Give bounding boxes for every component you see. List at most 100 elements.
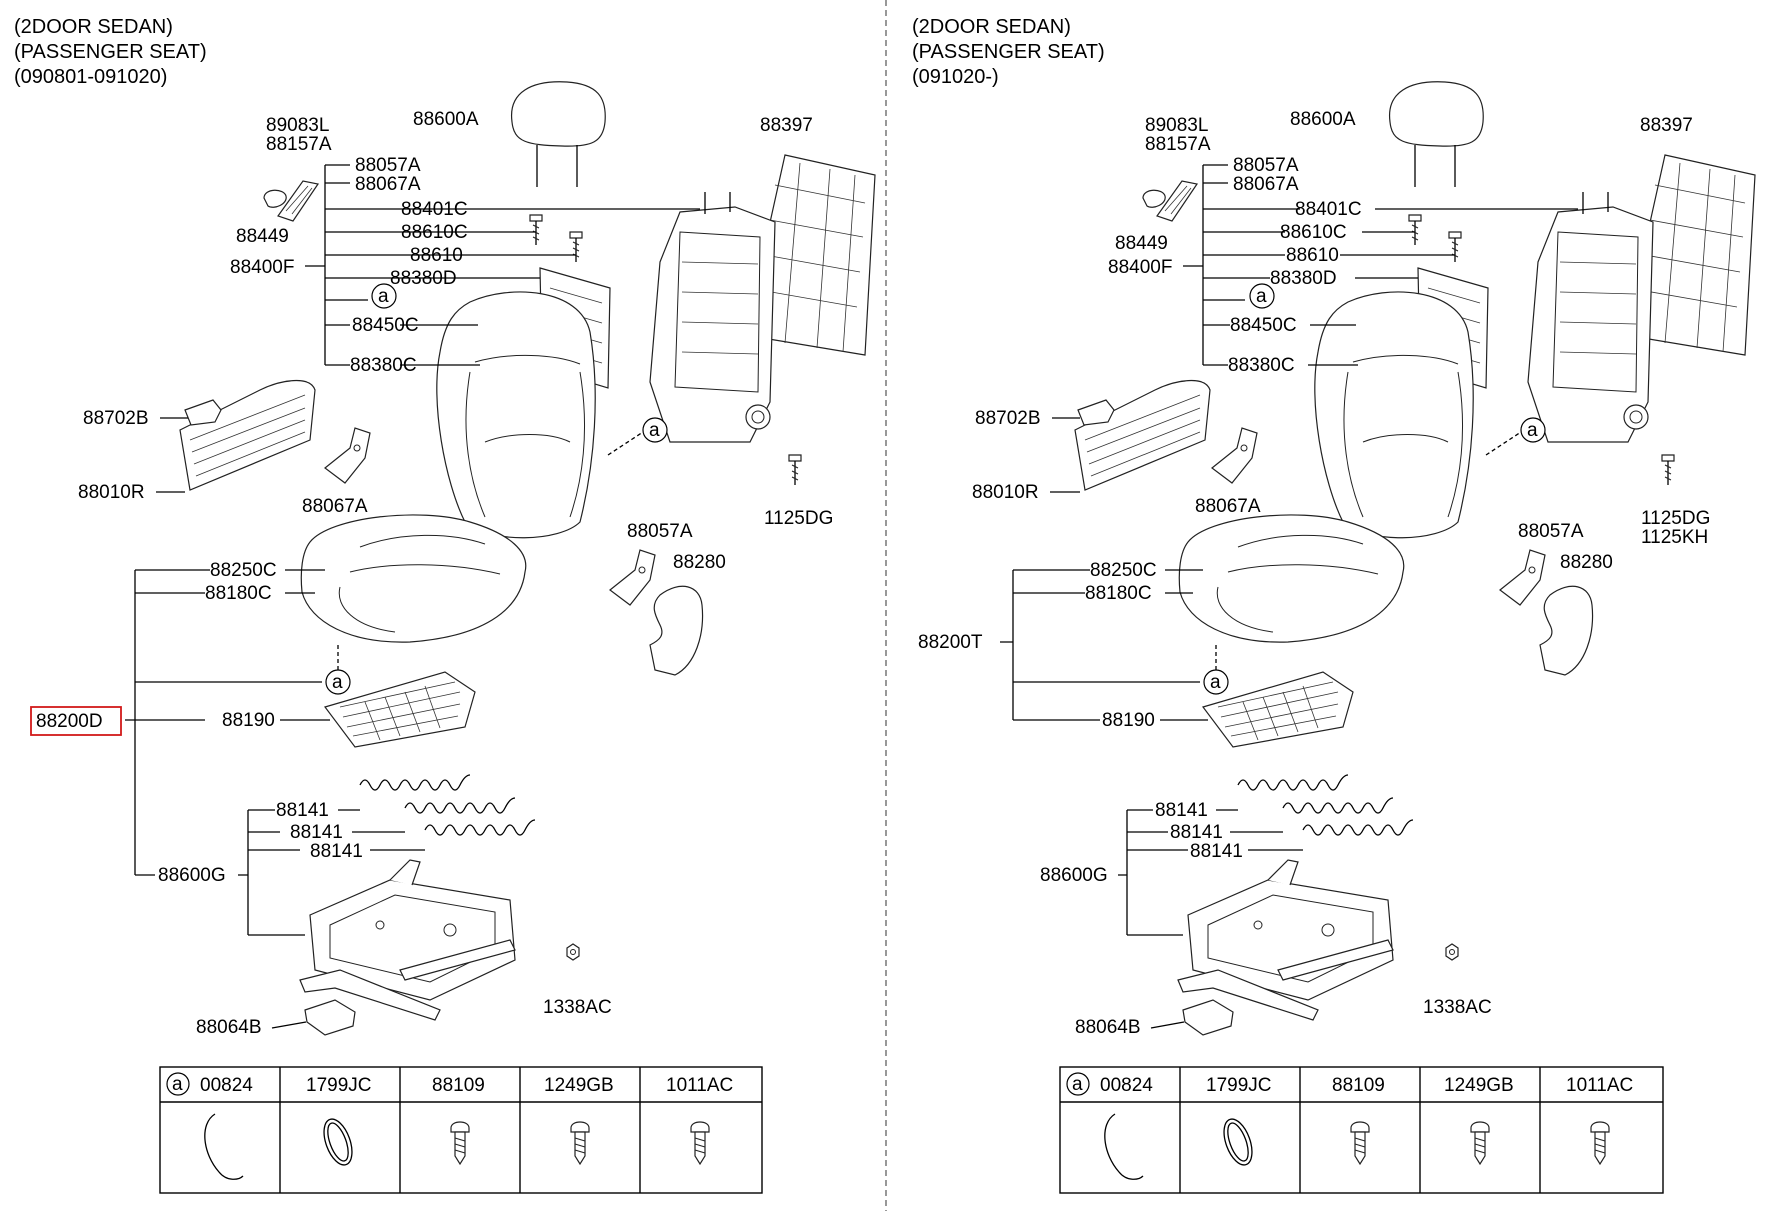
label-lumbar-1: 89083L — [266, 115, 329, 136]
switch-drawing — [304, 999, 356, 1036]
label-spring-3: 88141 — [1190, 841, 1243, 862]
shield-cover-drawing — [184, 399, 222, 426]
label-nut: 1338AC — [543, 997, 612, 1018]
header-line-1: (2DOOR SEDAN) — [14, 16, 173, 38]
label-bracket-right: 88057A — [627, 521, 693, 542]
bolt-drawing — [569, 231, 583, 263]
table-header: 1249GB — [1444, 1075, 1514, 1096]
ref-marker-label: a — [1210, 672, 1221, 693]
label-recliner-cover: 88280 — [1560, 552, 1613, 573]
label-nut: 1338AC — [1423, 997, 1492, 1018]
table-header: 1799JC — [1206, 1075, 1272, 1096]
table-header: 1799JC — [306, 1075, 372, 1096]
recliner-cover-drawing — [649, 585, 704, 676]
label-knob: 88449 — [1115, 233, 1168, 254]
label-spring-1: 88141 — [1155, 800, 1208, 821]
label-back-7: 88450C — [352, 315, 419, 336]
label-back-cover: 88397 — [1640, 115, 1693, 136]
table-header: 88109 — [432, 1075, 485, 1096]
label-shield-cover: 88702B — [975, 408, 1041, 429]
bolt-drawing — [1448, 231, 1462, 263]
table-header: 1011AC — [1566, 1075, 1633, 1096]
knob-drawing — [1142, 189, 1166, 208]
screw-icon — [570, 1121, 590, 1165]
label-back-assy: 88400F — [230, 257, 294, 278]
fastener-table: a 00824 1799JC 88109 1249GB 1011AC — [159, 1066, 763, 1194]
hook-clip-icon — [1104, 1113, 1144, 1180]
label-bolt-1: 1125DG — [764, 508, 833, 529]
label-back-8: 88380C — [1228, 355, 1295, 376]
label-back-6: 88380D — [1270, 268, 1337, 289]
label-spring-3: 88141 — [310, 841, 363, 862]
label-bracket-left: 88067A — [1195, 496, 1261, 517]
label-seat-assy[interactable]: 88200D — [36, 711, 103, 732]
header-line-3: (090801-091020) — [14, 66, 167, 88]
screw-icon — [1590, 1121, 1610, 1165]
seat-assy-leaders — [1000, 569, 1200, 721]
bolt-drawing — [1661, 454, 1675, 486]
table-header: 1249GB — [544, 1075, 614, 1096]
highlight-box[interactable] — [30, 706, 122, 736]
track-assy-leaders — [1118, 809, 1188, 936]
label-headrest: 88600A — [413, 109, 479, 130]
shield-cover-drawing — [1077, 399, 1115, 426]
left-panel: (2DOOR SEDAN) (PASSENGER SEAT) (090801-0… — [14, 16, 876, 1194]
label-headrest: 88600A — [1290, 109, 1356, 130]
bolt-drawing — [1408, 214, 1422, 246]
label-cushion-2: 88180C — [205, 583, 272, 604]
spring-drawing — [404, 797, 516, 814]
label-switch: 88064B — [1075, 1017, 1141, 1038]
label-cushion-2: 88180C — [1085, 583, 1152, 604]
table-header: 1011AC — [666, 1075, 733, 1096]
label-cushion-pad: 88190 — [1102, 710, 1155, 731]
label-back-1: 88057A — [1233, 155, 1299, 176]
ref-marker-label: a — [1527, 420, 1538, 441]
label-bracket-right: 88057A — [1518, 521, 1584, 542]
hog-ring-icon — [317, 1114, 359, 1170]
label-back-6: 88380D — [390, 268, 457, 289]
spring-drawing — [1237, 774, 1349, 791]
screw-icon — [1350, 1121, 1370, 1165]
label-cushion-1: 88250C — [1090, 560, 1157, 581]
nut-drawing — [1445, 943, 1459, 961]
screw-icon — [450, 1121, 470, 1165]
label-bolt-1: 1125DG — [1641, 508, 1710, 529]
label-spring-2: 88141 — [290, 822, 343, 843]
ref-marker-circle — [642, 417, 668, 443]
right-panel: (2DOOR SEDAN) (PASSENGER SEAT) (091020-) — [912, 16, 1756, 1194]
label-bolt-2: 1125KH — [1641, 527, 1708, 548]
bracket-drawing — [609, 549, 656, 606]
knob-drawing — [263, 189, 287, 208]
label-back-2: 88067A — [1233, 174, 1299, 195]
headrest-drawing — [1388, 81, 1484, 188]
label-lumbar-2: 88157A — [1145, 134, 1211, 155]
label-back-3: 88401C — [1295, 199, 1362, 220]
spring-drawing — [1282, 797, 1394, 814]
label-shield: 88010R — [972, 482, 1039, 503]
label-shield-cover: 88702B — [83, 408, 149, 429]
ref-marker-circle — [371, 283, 397, 309]
ref-marker-label: a — [332, 672, 343, 693]
header-line-2: (PASSENGER SEAT) — [912, 41, 1105, 63]
header-line-2: (PASSENGER SEAT) — [14, 41, 207, 63]
spring-drawing — [424, 819, 536, 836]
label-back-8: 88380C — [350, 355, 417, 376]
label-knob: 88449 — [236, 226, 289, 247]
side-shield-drawing — [1074, 379, 1211, 491]
label-shield: 88010R — [78, 482, 145, 503]
back-cushion-drawing — [436, 291, 596, 539]
label-track-assy: 88600G — [1040, 865, 1108, 886]
back-assy-leaders — [305, 164, 400, 366]
screw-icon — [690, 1121, 710, 1165]
label-switch: 88064B — [196, 1017, 262, 1038]
back-frame-drawing — [649, 191, 776, 443]
label-recliner-cover: 88280 — [673, 552, 726, 573]
label-back-4: 88610C — [401, 222, 468, 243]
ref-marker-circle — [1520, 417, 1546, 443]
bolt-drawing — [788, 454, 802, 486]
track-assy-leaders — [238, 809, 305, 936]
label-seat-assy[interactable]: 88200T — [918, 632, 983, 653]
seat-track-drawing — [1177, 859, 1394, 1021]
